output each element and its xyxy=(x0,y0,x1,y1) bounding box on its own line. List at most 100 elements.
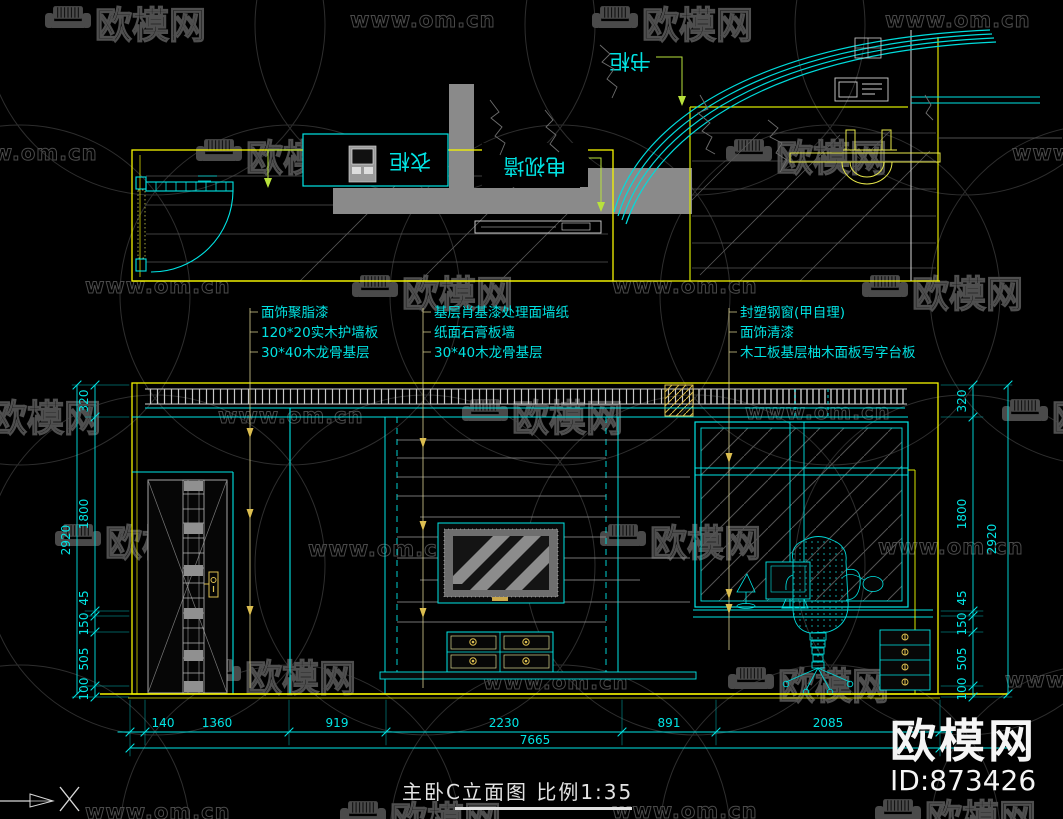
site-watermark: www.om.cn xyxy=(885,8,1031,32)
site-watermark: www.om.cn xyxy=(612,274,758,298)
watermarks: 欧模网 欧模网 欧模网 欧模网 欧模网 欧模网 欧模网 欧模网 欧模网 欧模网 … xyxy=(0,3,1063,819)
x-mark xyxy=(59,786,80,812)
plan-right-room xyxy=(689,30,1062,281)
annotation-text: 木工板基层柚木面板写字台板 xyxy=(740,344,916,361)
svg-text:欧模网: 欧模网 xyxy=(642,4,753,47)
svg-text:891: 891 xyxy=(658,716,681,730)
plan-monitor xyxy=(834,37,889,102)
annotation-text: 30*40木龙骨基层 xyxy=(434,344,543,361)
tv-stand xyxy=(492,597,508,601)
site-watermark: www.om.cn xyxy=(1012,141,1063,165)
brand-logo: 欧模网 ID:873426 xyxy=(890,714,1037,797)
svg-text:欧模网: 欧模网 xyxy=(778,665,889,708)
annotation-block-middle: 基层肖基漆处理面墙纸 纸面石膏板墙 30*40木龙骨基层 xyxy=(423,304,569,361)
plan-plants xyxy=(489,44,934,173)
svg-text:150: 150 xyxy=(77,613,91,636)
bookcase-label: 书柜 xyxy=(609,49,651,73)
arrow-and-x-marks xyxy=(0,786,80,812)
annotation-text: 30*40木龙骨基层 xyxy=(261,344,370,361)
sofa-brand-watermark: 欧模网 xyxy=(339,798,502,819)
svg-text:1800: 1800 xyxy=(955,499,969,530)
svg-text:1360: 1360 xyxy=(202,716,233,730)
svg-text:505: 505 xyxy=(955,648,969,671)
site-watermark: www.om.cn xyxy=(1005,668,1063,692)
office-chair xyxy=(782,536,861,696)
tv-wall xyxy=(379,417,697,694)
site-watermark: www.om.cn xyxy=(308,537,454,561)
desk-drawers xyxy=(879,629,931,691)
sofa-brand-watermark: 欧模网 xyxy=(44,3,207,48)
plan-door xyxy=(135,175,234,273)
sofa-brand-watermark: 欧模网 xyxy=(874,796,1037,819)
mouse xyxy=(841,574,884,592)
desk-lamp xyxy=(736,573,756,609)
plan-wall-hatch xyxy=(137,189,146,259)
hatched-beam-box xyxy=(664,384,694,417)
dimensions: 320 1800 45 150 505 100 2920 320 1800 45… xyxy=(59,380,1013,757)
leader-lines xyxy=(246,308,733,688)
annotation-text: 面饰清漆 xyxy=(740,325,794,341)
svg-text:2920: 2920 xyxy=(59,525,73,556)
sofa-brand-watermark: 欧模网 xyxy=(1001,396,1063,441)
plan-desk-chair xyxy=(789,129,941,185)
svg-text:欧模网: 欧模网 xyxy=(402,273,513,316)
svg-text:欧模网: 欧模网 xyxy=(245,657,356,700)
sofa-brand-watermark: 欧模网 xyxy=(591,3,754,48)
sofa-brand-watermark: 欧模网 xyxy=(861,272,1024,317)
drawer-handles xyxy=(469,638,530,665)
annotation-block-right: 封塑钢窗(甲自理) 面饰清漆 木工板基层柚木面板写字台板 xyxy=(729,304,916,361)
sofa-brand-watermark: 欧模网 xyxy=(0,396,102,440)
title-underline xyxy=(455,807,632,810)
site-watermark: www.om.cn xyxy=(85,274,231,298)
svg-text:45: 45 xyxy=(955,590,969,605)
brand-logo-name: 欧模网 xyxy=(890,714,1037,768)
tv xyxy=(437,522,565,604)
svg-text:100: 100 xyxy=(955,678,969,701)
site-watermark: www.om.cn xyxy=(612,799,758,819)
plan-tv-set xyxy=(474,220,602,234)
svg-text:505: 505 xyxy=(77,648,91,671)
annotation-text: 封塑钢窗(甲自理) xyxy=(740,304,845,321)
plan-tv-wall-label: 电视墙 xyxy=(482,143,605,212)
window-mullions xyxy=(695,422,908,607)
svg-text:2920: 2920 xyxy=(985,524,999,555)
svg-text:欧模网: 欧模网 xyxy=(1052,397,1063,440)
elevation-view xyxy=(100,308,1008,699)
baseboard xyxy=(379,671,697,680)
site-watermark: www.om.cn xyxy=(350,8,496,32)
brand-logo-id: ID:873426 xyxy=(890,764,1036,797)
svg-text:7665: 7665 xyxy=(520,733,551,747)
sofa-brand-watermark: 欧模网 xyxy=(194,656,357,701)
svg-text:45: 45 xyxy=(77,590,91,605)
door-handle xyxy=(204,571,219,598)
dim-right: 320 1800 45 150 505 100 2920 xyxy=(955,380,1013,702)
svg-text:欧模网: 欧模网 xyxy=(390,799,501,819)
sofa-brand-watermark: 欧模网 xyxy=(727,664,890,709)
svg-text:欧模网: 欧模网 xyxy=(925,797,1036,819)
svg-text:150: 150 xyxy=(955,613,969,636)
drawing-title-block: 主卧C立面图 比例1:35 xyxy=(402,780,633,810)
svg-text:100: 100 xyxy=(77,678,91,701)
drawing-title: 主卧C立面图 比例1:35 xyxy=(402,780,633,804)
svg-text:欧模网: 欧模网 xyxy=(0,397,101,440)
wardrobe-label: 衣柜 xyxy=(389,149,431,173)
plan-view: 衣柜 电视墙 书柜 xyxy=(131,29,1062,282)
dim-left: 320 1800 45 150 505 100 2920 xyxy=(59,380,100,702)
svg-text:2085: 2085 xyxy=(813,716,844,730)
window-area xyxy=(693,421,933,696)
svg-text:欧模网: 欧模网 xyxy=(95,4,206,47)
annotation-text: 基层肖基漆处理面墙纸 xyxy=(434,304,569,321)
annotation-text: 面饰聚脂漆 xyxy=(261,305,329,321)
plan-wall-sections xyxy=(333,84,692,214)
svg-text:1800: 1800 xyxy=(77,499,91,530)
site-watermark: www.om.cn xyxy=(0,141,98,165)
plan-bookcase-label: 书柜 xyxy=(609,49,686,106)
svg-text:2230: 2230 xyxy=(489,716,520,730)
dim-bottom: 140 1360 919 2230 891 2085 7665 xyxy=(117,716,1009,753)
annotation-text: 纸面石膏板墙 xyxy=(434,324,515,341)
elevation-door xyxy=(132,408,291,694)
ceiling-hatch xyxy=(145,384,907,417)
tv-wall-label: 电视墙 xyxy=(504,154,567,178)
svg-text:320: 320 xyxy=(77,390,91,413)
